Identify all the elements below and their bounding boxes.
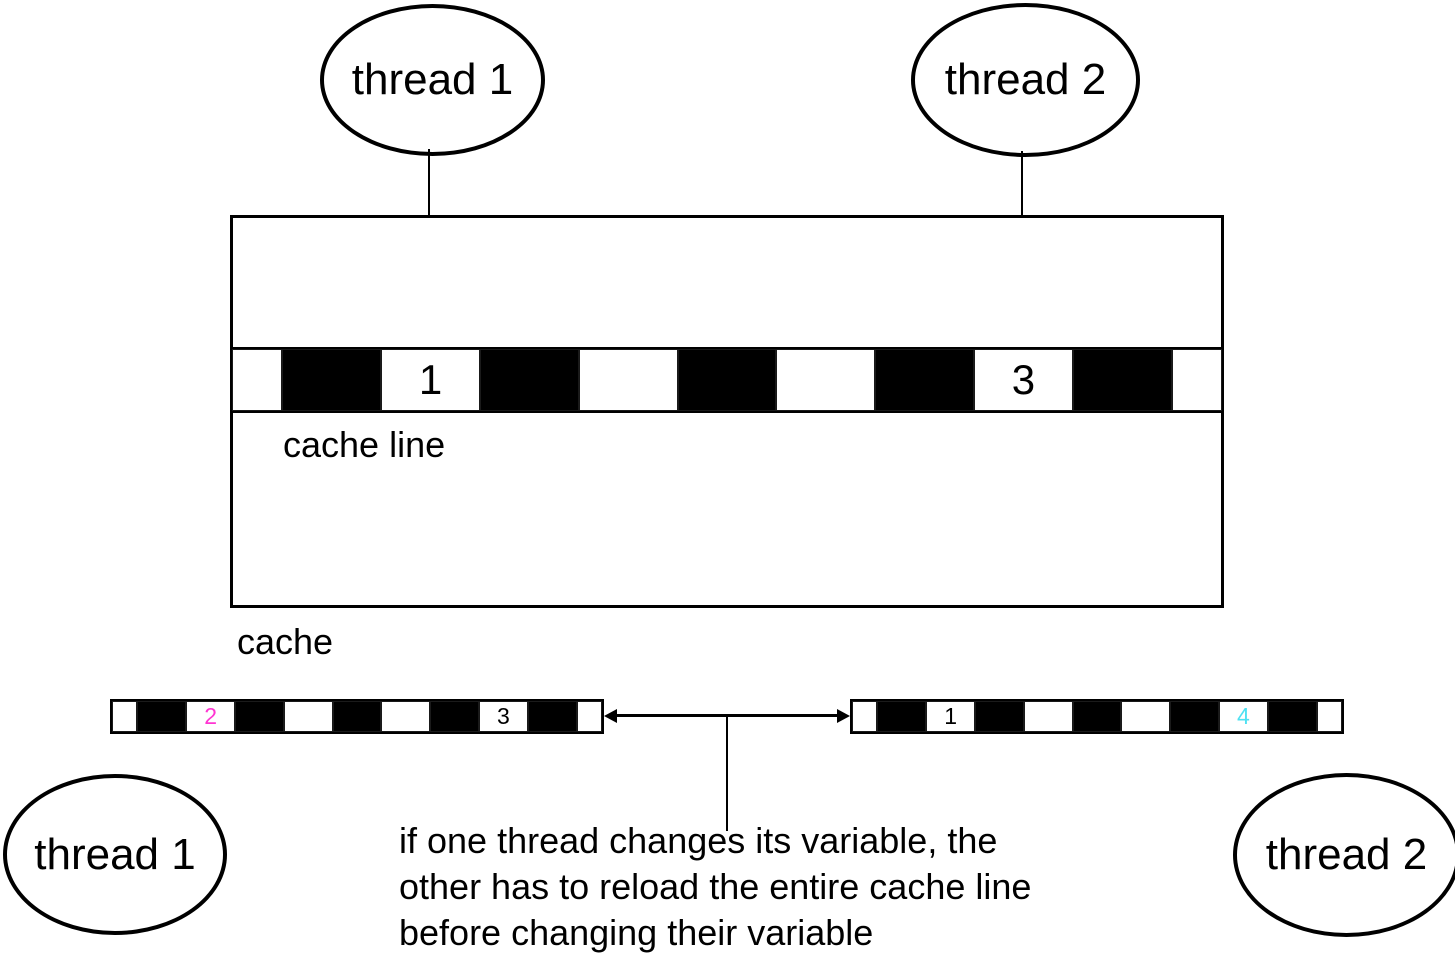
cache-cell — [875, 349, 974, 411]
cache-label: cache — [237, 621, 334, 662]
cache-cell-value-1: 1 — [926, 701, 975, 732]
cache-cell — [852, 701, 878, 732]
thread2-top-label: thread 2 — [944, 55, 1107, 104]
cache-cell — [1023, 701, 1073, 732]
thread1-bottom-label: thread 1 — [34, 829, 196, 879]
cache-cell — [527, 701, 577, 732]
cache-cell — [332, 701, 382, 732]
caption-line-2: other has to reload the entire cache lin… — [399, 866, 1032, 907]
cache-cell-value-2: 2 — [186, 701, 235, 732]
cache-cell-value-1: 1 — [381, 349, 480, 411]
cache-cell — [381, 701, 431, 732]
thread2-bottom-label: thread 2 — [1265, 830, 1428, 879]
cache-cell — [1121, 701, 1171, 732]
cache-cell — [282, 349, 382, 411]
cache-cell — [975, 701, 1024, 732]
cache-cell — [1072, 349, 1172, 411]
cache-line-label: cache line — [283, 424, 446, 465]
cache-cell — [578, 349, 678, 411]
cache-cell — [283, 701, 333, 732]
cache-cell — [877, 701, 927, 732]
left-arrowhead-icon — [604, 709, 617, 723]
cache-cell — [677, 349, 777, 411]
cache-cell-value-4: 4 — [1218, 701, 1268, 732]
cache-cell — [480, 349, 579, 411]
thread2-bottom-ellipse: thread 2 — [1233, 773, 1455, 937]
cache-cell — [430, 701, 479, 732]
cache-cell — [112, 701, 138, 732]
cache-cell — [1170, 701, 1219, 732]
right-arrowhead-icon — [837, 709, 850, 723]
cache-cell — [776, 349, 876, 411]
cache-cell-value-3: 3 — [478, 701, 528, 732]
caption-text: if one thread changes its variable, the … — [399, 818, 1031, 956]
cache-cell — [232, 349, 283, 411]
cache-cell — [1072, 701, 1122, 732]
thread1-top-label: thread 1 — [351, 55, 514, 104]
cache-cell — [1171, 349, 1222, 411]
cache-cell — [235, 701, 284, 732]
caption-line-1: if one thread changes its variable, the — [399, 820, 998, 861]
thread1-top-ellipse: thread 1 — [320, 4, 545, 156]
cache-cell-value-3: 3 — [973, 349, 1073, 411]
cache-cell — [576, 701, 602, 732]
thread1-bottom-ellipse: thread 1 — [3, 774, 227, 935]
caption-connector-line — [726, 715, 728, 831]
caption-line-3: before changing their variable — [399, 912, 874, 953]
cache-cell — [1267, 701, 1317, 732]
thread2-top-ellipse: thread 2 — [911, 3, 1140, 157]
cache-cell — [137, 701, 187, 732]
cache-cell — [1316, 701, 1342, 732]
